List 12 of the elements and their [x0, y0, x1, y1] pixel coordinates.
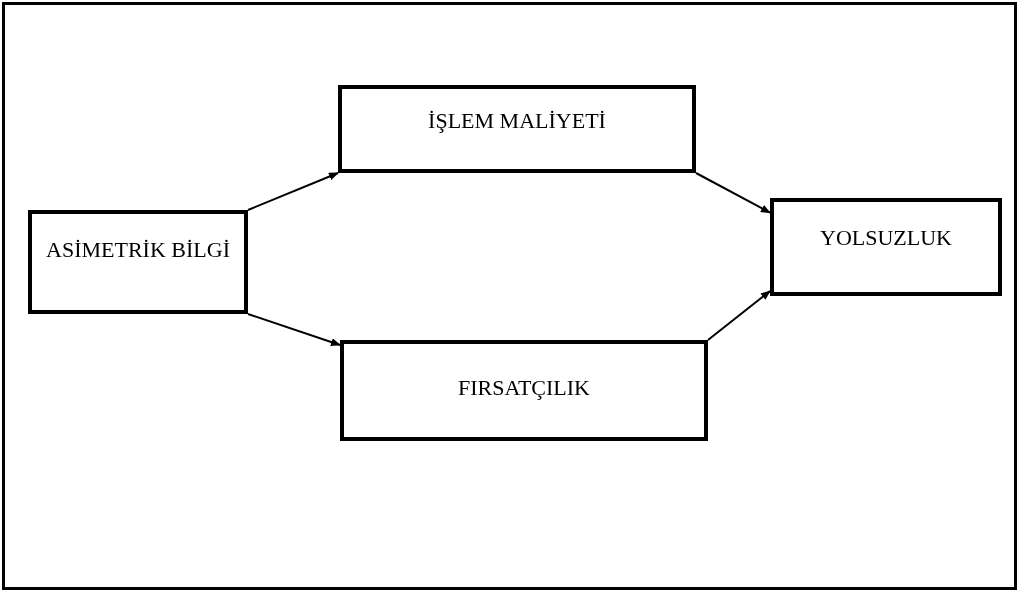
process-box	[338, 85, 696, 173]
process-box	[340, 340, 708, 441]
box-label: ASİMETRİK BİLGİ	[46, 236, 230, 264]
arrow	[247, 313, 341, 347]
arrow	[247, 172, 339, 211]
box-label: İŞLEM MALİYETİ	[428, 107, 606, 135]
process-box	[770, 198, 1002, 296]
box-label: FIRSATÇILIK	[458, 374, 590, 402]
arrow	[695, 172, 771, 214]
process-box	[28, 210, 248, 314]
box-label: YOLSUZLUK	[820, 224, 952, 252]
arrow	[707, 290, 771, 341]
